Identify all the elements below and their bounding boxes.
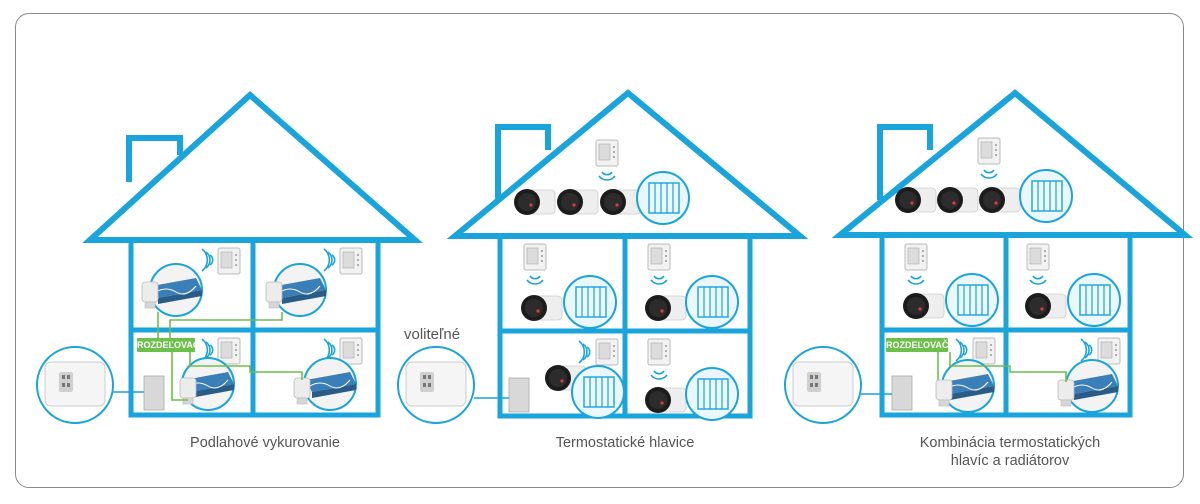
caption-thermostatic-heads: Termostatické hlavice: [555, 435, 695, 451]
caption-combination: Kombinácia termostatických hlavíc a radi…: [885, 434, 1135, 470]
optional-label: voliteľné: [404, 326, 461, 343]
caption-floor-heating: Podlahové vykurovanie: [190, 435, 340, 451]
house-thermostatic-heads: [397, 89, 809, 424]
caption-combination-line2: hlavíc a radiátorov: [950, 453, 1070, 469]
manifold-label-floor: ROZDEĽOVAČ: [137, 338, 200, 352]
caption-combination-line1: Kombinácia termostatických: [919, 435, 1101, 451]
house-floor-heating: [36, 90, 423, 424]
diagram-frame: [15, 13, 1184, 488]
house-combination: [784, 89, 1194, 424]
manifold-label-combo: ROZDEĽOVAČ: [886, 338, 949, 352]
